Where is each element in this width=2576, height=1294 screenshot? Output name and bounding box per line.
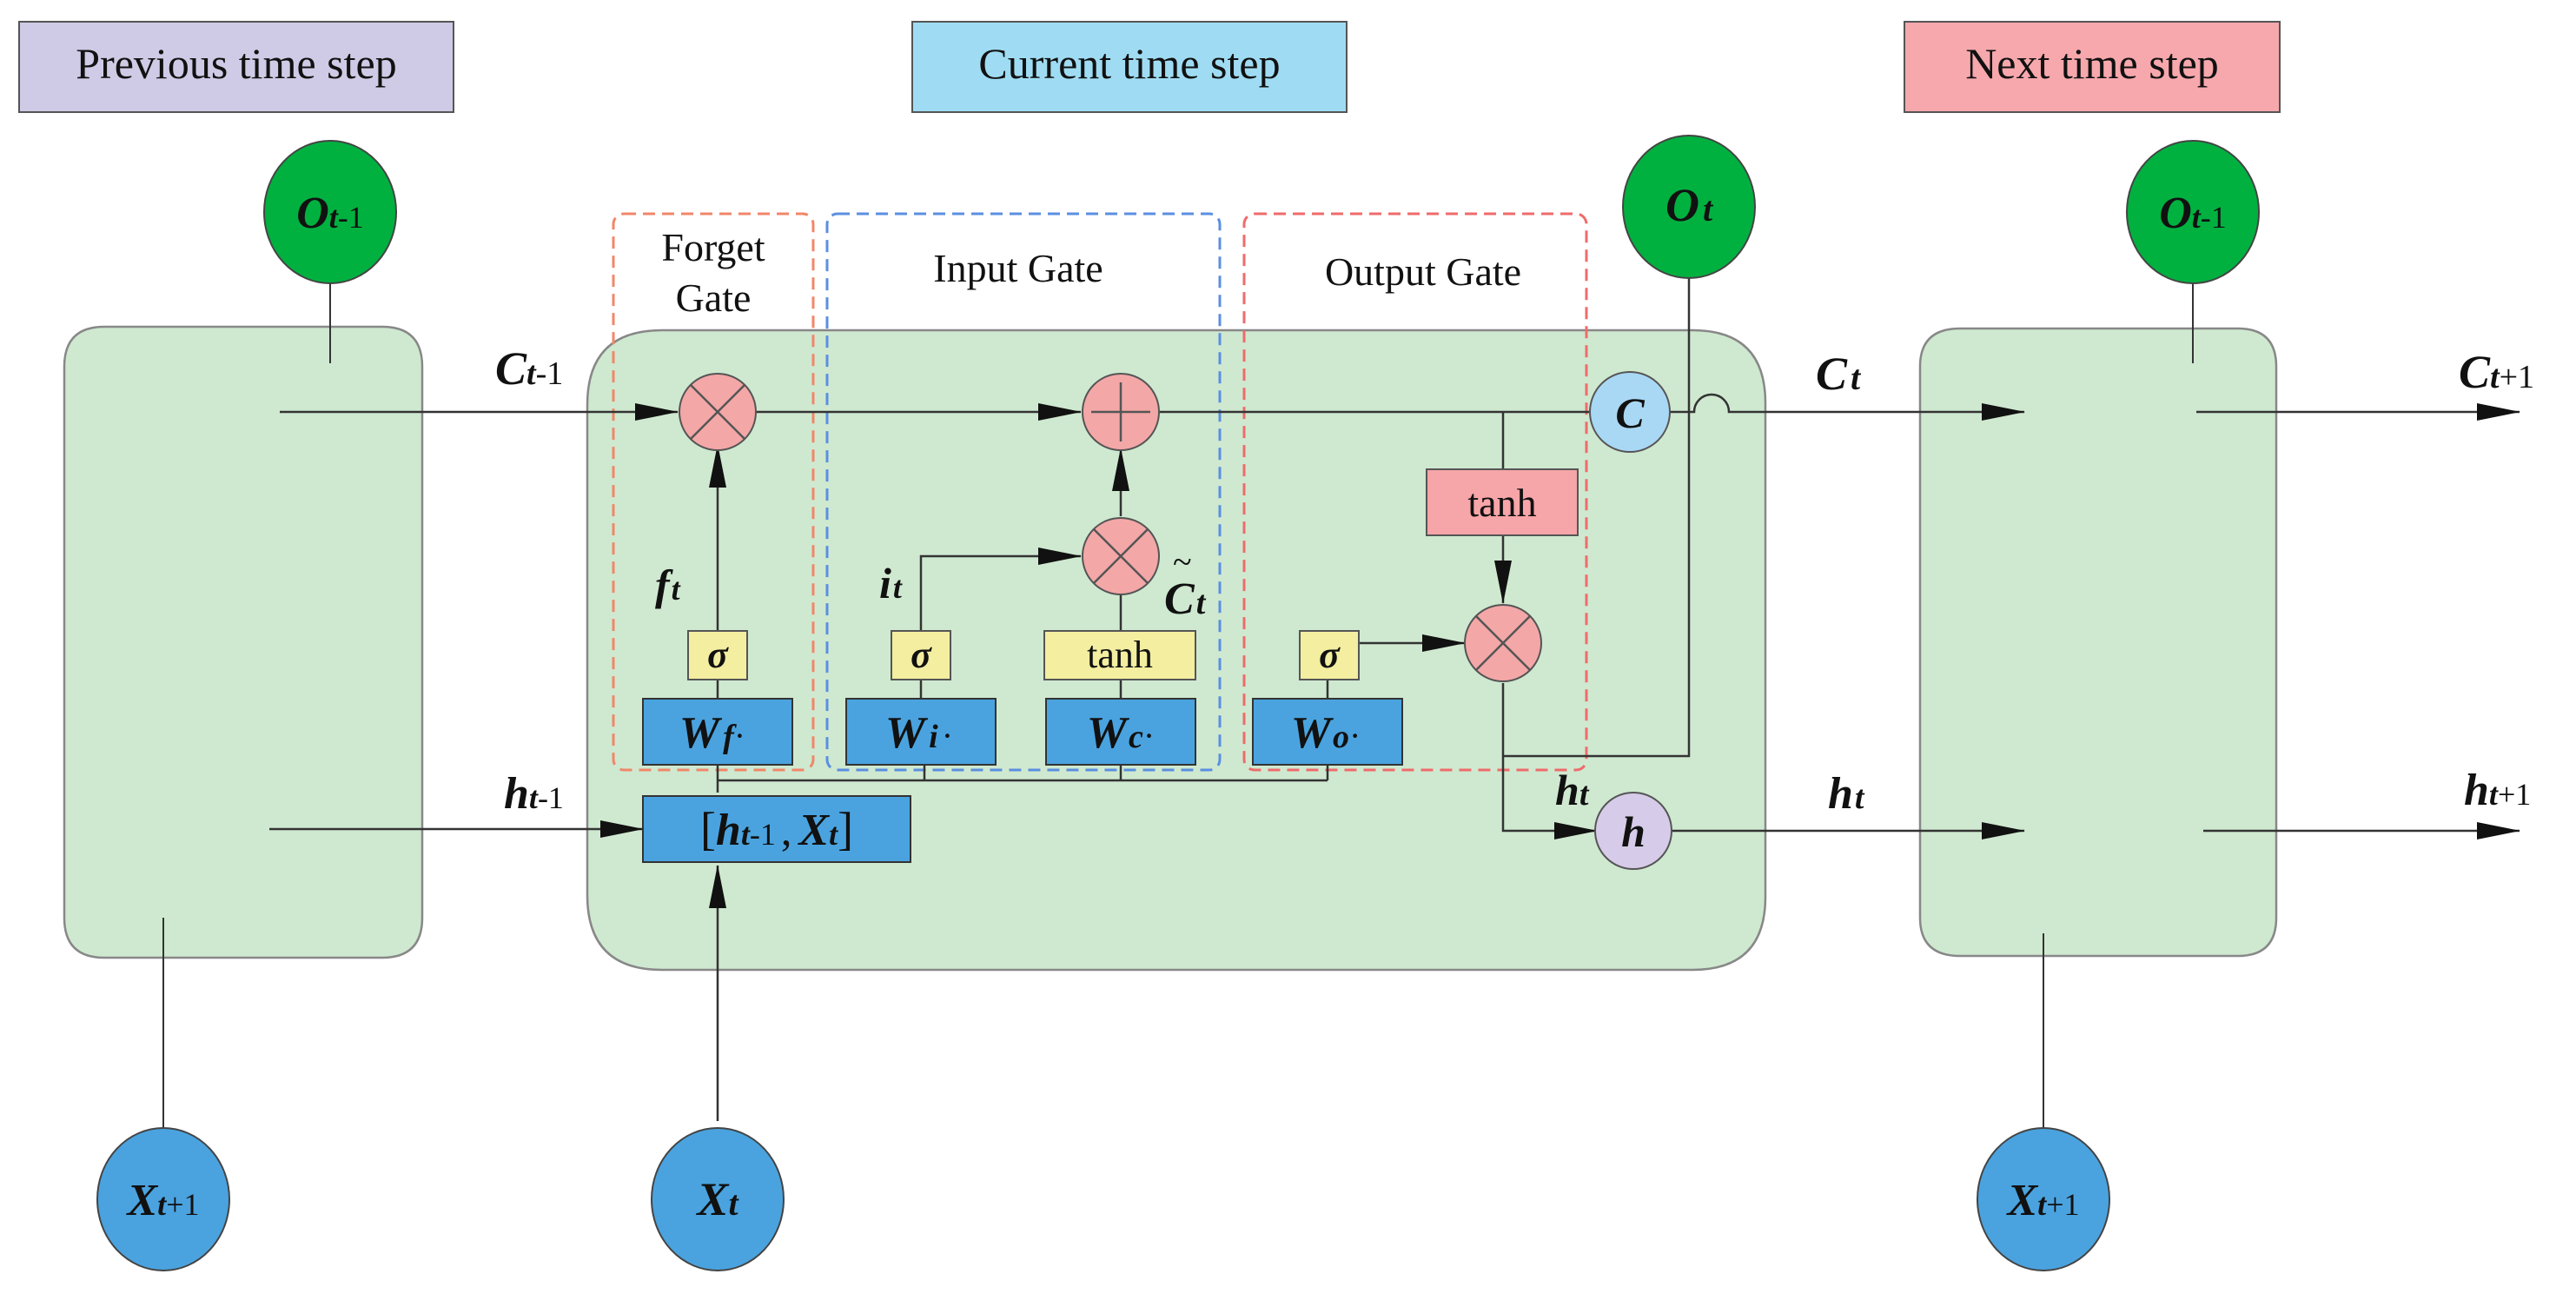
signal-i-t: it xyxy=(879,559,903,607)
output-gate-label: Output Gate xyxy=(1325,249,1521,294)
output-sigma-box: σ xyxy=(1299,630,1360,680)
hidden-state-node-label: h xyxy=(1621,807,1646,856)
previous-cell xyxy=(63,325,424,959)
svg-text:Ot-1: Ot-1 xyxy=(296,189,364,238)
svg-text:Ot: Ot xyxy=(1665,179,1714,231)
weight-candidate-box: Wc· xyxy=(1045,698,1196,766)
forget-gate-label-line1: Forget xyxy=(661,225,765,269)
header-previous: Previous time step xyxy=(18,21,454,113)
signal-c-next: Ct+1 xyxy=(2459,346,2534,398)
add-node xyxy=(1082,373,1160,451)
svg-text:Xt+1: Xt+1 xyxy=(2005,1176,2079,1225)
svg-text:Xt+1: Xt+1 xyxy=(125,1176,199,1225)
input-gate-label: Input Gate xyxy=(933,246,1103,290)
next-cell xyxy=(1918,327,2278,958)
output-gate-region xyxy=(1242,212,1588,772)
svg-text:Ot-1: Ot-1 xyxy=(2159,189,2227,238)
cell-tanh-box: tanh xyxy=(1426,468,1579,536)
input-node-current: Xt xyxy=(651,1127,785,1271)
header-previous-label: Previous time step xyxy=(76,39,396,88)
svg-text:tanh: tanh xyxy=(1087,634,1153,676)
svg-text:Wc·: Wc· xyxy=(1087,708,1155,758)
svg-text:~: ~ xyxy=(1173,542,1192,581)
header-next: Next time step xyxy=(1904,21,2281,113)
candidate-tanh-box: tanh xyxy=(1043,630,1196,680)
cell-state-node: C xyxy=(1589,371,1671,453)
svg-text:[ht-1,Xt]: [ht-1,Xt] xyxy=(700,803,853,855)
forget-gate-region xyxy=(612,212,815,772)
output-multiply-node xyxy=(1464,604,1542,682)
weight-output-box: Wo· xyxy=(1252,698,1403,766)
input-gate-region xyxy=(825,212,1222,772)
output-node-next: Ot-1 xyxy=(2126,140,2260,284)
input-node-next: Xt+1 xyxy=(1977,1127,2110,1271)
svg-text:Wo·: Wo· xyxy=(1291,708,1361,758)
concat-box: [ht-1,Xt] xyxy=(642,795,911,863)
input-sigma-box: σ xyxy=(891,630,951,680)
forget-gate-label-line2: Gate xyxy=(676,275,752,320)
input-multiply-node xyxy=(1082,517,1160,595)
output-node-prev: Ot-1 xyxy=(263,140,397,284)
cell-state-node-label: C xyxy=(1615,388,1645,437)
header-next-label: Next time step xyxy=(1965,39,2219,88)
svg-text:tanh: tanh xyxy=(1467,481,1536,525)
signal-c-prev: Ct-1 xyxy=(495,342,563,395)
svg-text:σ: σ xyxy=(707,634,729,676)
signal-c-tilde: ~ Ct xyxy=(1164,542,1207,624)
signal-f-t: ft xyxy=(655,561,681,609)
svg-text:Wf·: Wf· xyxy=(679,708,745,758)
hidden-state-node: h xyxy=(1594,792,1672,870)
svg-text:Wi·: Wi· xyxy=(885,708,953,758)
header-current-label: Current time step xyxy=(978,39,1280,88)
input-node-prev: Xt+1 xyxy=(96,1127,230,1271)
forget-sigma-box: σ xyxy=(687,630,748,680)
svg-text:σ: σ xyxy=(1319,634,1341,676)
signal-h-t-inner: ht xyxy=(1555,766,1590,814)
svg-text:Xt: Xt xyxy=(695,1173,739,1225)
signal-h-next: ht+1 xyxy=(2464,766,2531,815)
signal-h-prev: ht-1 xyxy=(504,769,564,819)
forget-multiply-node xyxy=(679,373,757,451)
svg-text:σ: σ xyxy=(911,634,932,676)
signal-h-t-out: ht xyxy=(1828,769,1865,819)
svg-text:Ct: Ct xyxy=(1164,574,1207,624)
header-current: Current time step xyxy=(911,21,1348,113)
